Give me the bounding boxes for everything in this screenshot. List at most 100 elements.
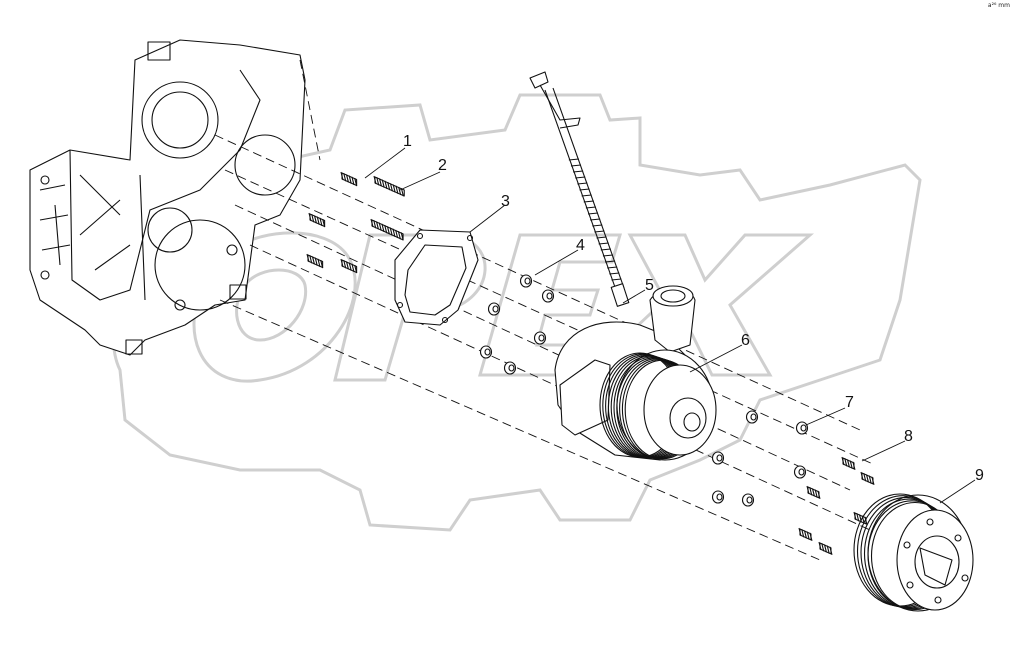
stud-thread [348, 175, 352, 184]
stud-thread [381, 223, 385, 233]
stud-icon [860, 471, 875, 486]
watermark-letter-o [192, 231, 357, 383]
cover-foot-right [229, 284, 247, 300]
assembly-line [224, 169, 876, 466]
gasket-hole [416, 232, 424, 240]
dipstick-thread [592, 224, 603, 227]
dipstick-thread [607, 266, 618, 269]
stud-thread [314, 257, 318, 266]
leader-line [805, 407, 846, 426]
stud-thread [864, 516, 868, 526]
pulley-icon [853, 493, 974, 612]
dipstick-thread [575, 176, 586, 179]
stud-thread [798, 527, 802, 537]
dipstick-thread [602, 254, 613, 257]
dipstick-thread [583, 200, 594, 203]
nut-icon [745, 410, 759, 424]
stud-thread [841, 456, 845, 466]
leader-line [534, 249, 579, 276]
stud-thread [826, 545, 830, 554]
stud-short-icon [340, 258, 358, 274]
cover-hole [174, 299, 186, 311]
stud-thread [868, 475, 872, 484]
gasket-hole [466, 234, 474, 242]
leader-line [399, 171, 441, 191]
nut-icon [487, 302, 501, 316]
nut-bore [750, 413, 757, 421]
pulley-hub [914, 535, 960, 589]
stud-thread [809, 532, 813, 542]
nut-icon [503, 361, 517, 375]
pump-pulley-face [643, 364, 717, 456]
cover-bore-right [234, 134, 296, 196]
nut-icon [479, 345, 493, 359]
pump-hub-boss [669, 397, 707, 439]
stud-thread [849, 460, 853, 469]
leader-line [622, 289, 646, 304]
pump-flange [559, 359, 611, 436]
stud-thread [863, 473, 867, 482]
dipstick-thread [577, 182, 588, 185]
stud-thread [829, 546, 833, 556]
nut-bore [508, 364, 515, 372]
cover-hole [226, 244, 238, 256]
stud-thread [821, 543, 825, 552]
stud-thread [387, 181, 391, 191]
stud-thread [384, 224, 388, 234]
stud-thread [801, 529, 805, 538]
assembly-line [234, 204, 851, 491]
stud-long-icon [370, 218, 404, 241]
corner-mark: a²⁶ mm [987, 2, 1010, 9]
stud-thread [852, 461, 856, 471]
cover-foot-left [125, 339, 143, 355]
stud-short-icon [340, 171, 358, 187]
gasket-inner [404, 244, 467, 316]
gasket-hole [396, 301, 404, 309]
nut-bore [800, 424, 807, 432]
dipstick-thread [573, 170, 584, 173]
stud-thread [373, 175, 377, 185]
stud-thread [345, 261, 350, 270]
stud-thread [395, 229, 399, 239]
studs-group [306, 171, 875, 556]
stud-thread [313, 215, 318, 224]
cover-bore-small [147, 207, 193, 253]
stud-thread [844, 458, 848, 467]
pump-shaft [683, 412, 701, 432]
leader-line [861, 440, 906, 462]
stud-thread [345, 174, 350, 183]
cover-bore-upper [141, 81, 219, 159]
dipstick-thread [594, 230, 605, 233]
nut-icon [741, 493, 755, 507]
stud-thread [320, 259, 324, 269]
stud-thread [395, 185, 399, 194]
stud-thread [392, 228, 396, 237]
stud-thread [354, 264, 358, 274]
dipstick-thread [609, 272, 620, 275]
nut-bore [746, 496, 753, 504]
stud-thread [400, 232, 404, 241]
pulley-bolt-hole [954, 534, 962, 542]
callout-9: 9 [975, 467, 984, 484]
nut-icon [793, 465, 807, 479]
stud-thread [370, 218, 374, 228]
stud-thread [384, 180, 388, 190]
dipstick-handle [529, 71, 581, 129]
stud-thread [389, 227, 393, 236]
nut-bore [798, 468, 805, 476]
dipstick-thread [596, 236, 607, 239]
callout-8: 8 [904, 428, 913, 445]
assembly-line [214, 134, 861, 431]
pulley-bolt-hole [903, 541, 911, 549]
stud-thread [306, 253, 310, 263]
stud-thread [351, 263, 355, 273]
stud-thread [373, 220, 377, 229]
stud-thread [853, 511, 857, 521]
pulley-center-bore [919, 547, 953, 586]
stud-thread [817, 490, 821, 500]
pump-outlet-opening [652, 285, 694, 307]
stud-long-icon [373, 175, 405, 197]
stud-thread [316, 216, 320, 225]
nuts-group [479, 274, 809, 507]
pulley-face [896, 509, 974, 611]
